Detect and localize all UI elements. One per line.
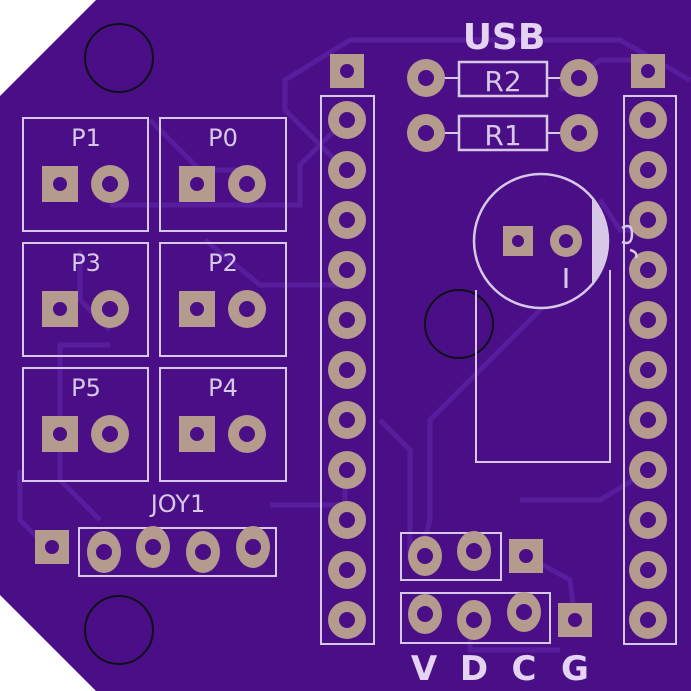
pad-hole — [640, 112, 656, 128]
pad-hole — [45, 540, 59, 554]
pad-hole — [245, 539, 261, 555]
label-r1: R1 — [484, 119, 521, 152]
pad-hole — [53, 427, 67, 441]
pad-hole — [339, 112, 355, 128]
right-header-pads — [629, 54, 667, 639]
pad-hole — [96, 544, 112, 560]
small-header-pads — [408, 531, 543, 576]
pad-hole — [640, 362, 656, 378]
pad-hole — [418, 125, 434, 141]
pad-hole — [466, 612, 482, 628]
pad-hole — [516, 604, 532, 620]
label-d: D — [460, 649, 488, 689]
pad-hole — [519, 549, 533, 563]
mounting-hole-top-left — [84, 23, 154, 93]
header-box-p2 — [159, 242, 287, 357]
header-box-p0 — [159, 117, 287, 232]
pad-hole — [339, 412, 355, 428]
label-g: G — [561, 649, 589, 689]
header-box-p1 — [22, 117, 149, 232]
label-p2: P2 — [208, 249, 238, 277]
pad-hole — [102, 426, 118, 442]
left-header-pads — [328, 54, 366, 639]
capacitor — [472, 172, 638, 463]
pad-hole — [640, 612, 656, 628]
pad-hole — [640, 262, 656, 278]
pad-hole — [340, 64, 354, 78]
pad-hole — [640, 562, 656, 578]
label-joy1: JOY1 — [149, 490, 206, 518]
header-box-p5 — [22, 367, 149, 482]
pad-hole — [640, 212, 656, 228]
pad-hole — [145, 539, 161, 555]
pad-hole — [571, 125, 587, 141]
pad-hole — [417, 548, 433, 564]
pin-header-group — [22, 117, 287, 482]
label-p0: P0 — [208, 124, 238, 152]
mounting-hole-center — [424, 289, 494, 359]
pad-hole — [640, 512, 656, 528]
pad-hole — [339, 262, 355, 278]
pad-hole — [339, 212, 355, 228]
pad-hole — [239, 301, 255, 317]
vdcg-header-outline — [400, 592, 551, 644]
pad-hole — [640, 162, 656, 178]
label-p1: P1 — [71, 124, 101, 152]
pad-hole — [102, 176, 118, 192]
pad-hole — [53, 302, 67, 316]
pad-hole — [571, 70, 587, 86]
right-header-outline — [623, 95, 677, 645]
pad-hole — [339, 462, 355, 478]
pad-hole — [641, 64, 655, 78]
mounting-hole-bottom-left — [84, 595, 154, 665]
header-box-p3 — [22, 242, 149, 357]
joy1-outline — [78, 527, 277, 577]
pad-hole — [418, 70, 434, 86]
pad-hole — [239, 426, 255, 442]
pad-hole — [239, 176, 255, 192]
pad-hole — [640, 312, 656, 328]
pad-hole — [53, 177, 67, 191]
resistor-r1: R1 — [407, 114, 598, 152]
label-p3: P3 — [71, 249, 101, 277]
pad-hole — [640, 462, 656, 478]
label-p5: P5 — [71, 374, 101, 402]
pad-hole — [339, 562, 355, 578]
pad-hole — [466, 543, 482, 559]
joy1-pads — [35, 526, 270, 573]
pad-hole — [102, 301, 118, 317]
vdcg-pads — [408, 592, 592, 640]
pad-hole — [339, 512, 355, 528]
label-r2: R2 — [484, 65, 521, 98]
pad-hole — [339, 612, 355, 628]
pad-hole — [339, 312, 355, 328]
header-pads — [42, 165, 266, 453]
header-box-p4 — [159, 367, 287, 482]
pad-hole — [190, 427, 204, 441]
resistor-r2: R2 — [407, 59, 598, 98]
left-header-outline — [320, 95, 375, 645]
label-p4: P4 — [208, 374, 238, 402]
pad-hole — [190, 177, 204, 191]
small-header-outline — [400, 532, 502, 581]
label-v: V — [411, 649, 438, 689]
pad-hole — [512, 235, 524, 247]
pad-hole — [190, 302, 204, 316]
pad-hole — [195, 544, 211, 560]
label-c: C — [512, 649, 537, 689]
pad-hole — [339, 162, 355, 178]
pad-hole — [417, 606, 433, 622]
pad-hole — [559, 234, 573, 248]
pad-hole — [640, 412, 656, 428]
pad-hole — [568, 613, 582, 627]
pad-hole — [339, 362, 355, 378]
label-usb: USB — [463, 17, 546, 58]
